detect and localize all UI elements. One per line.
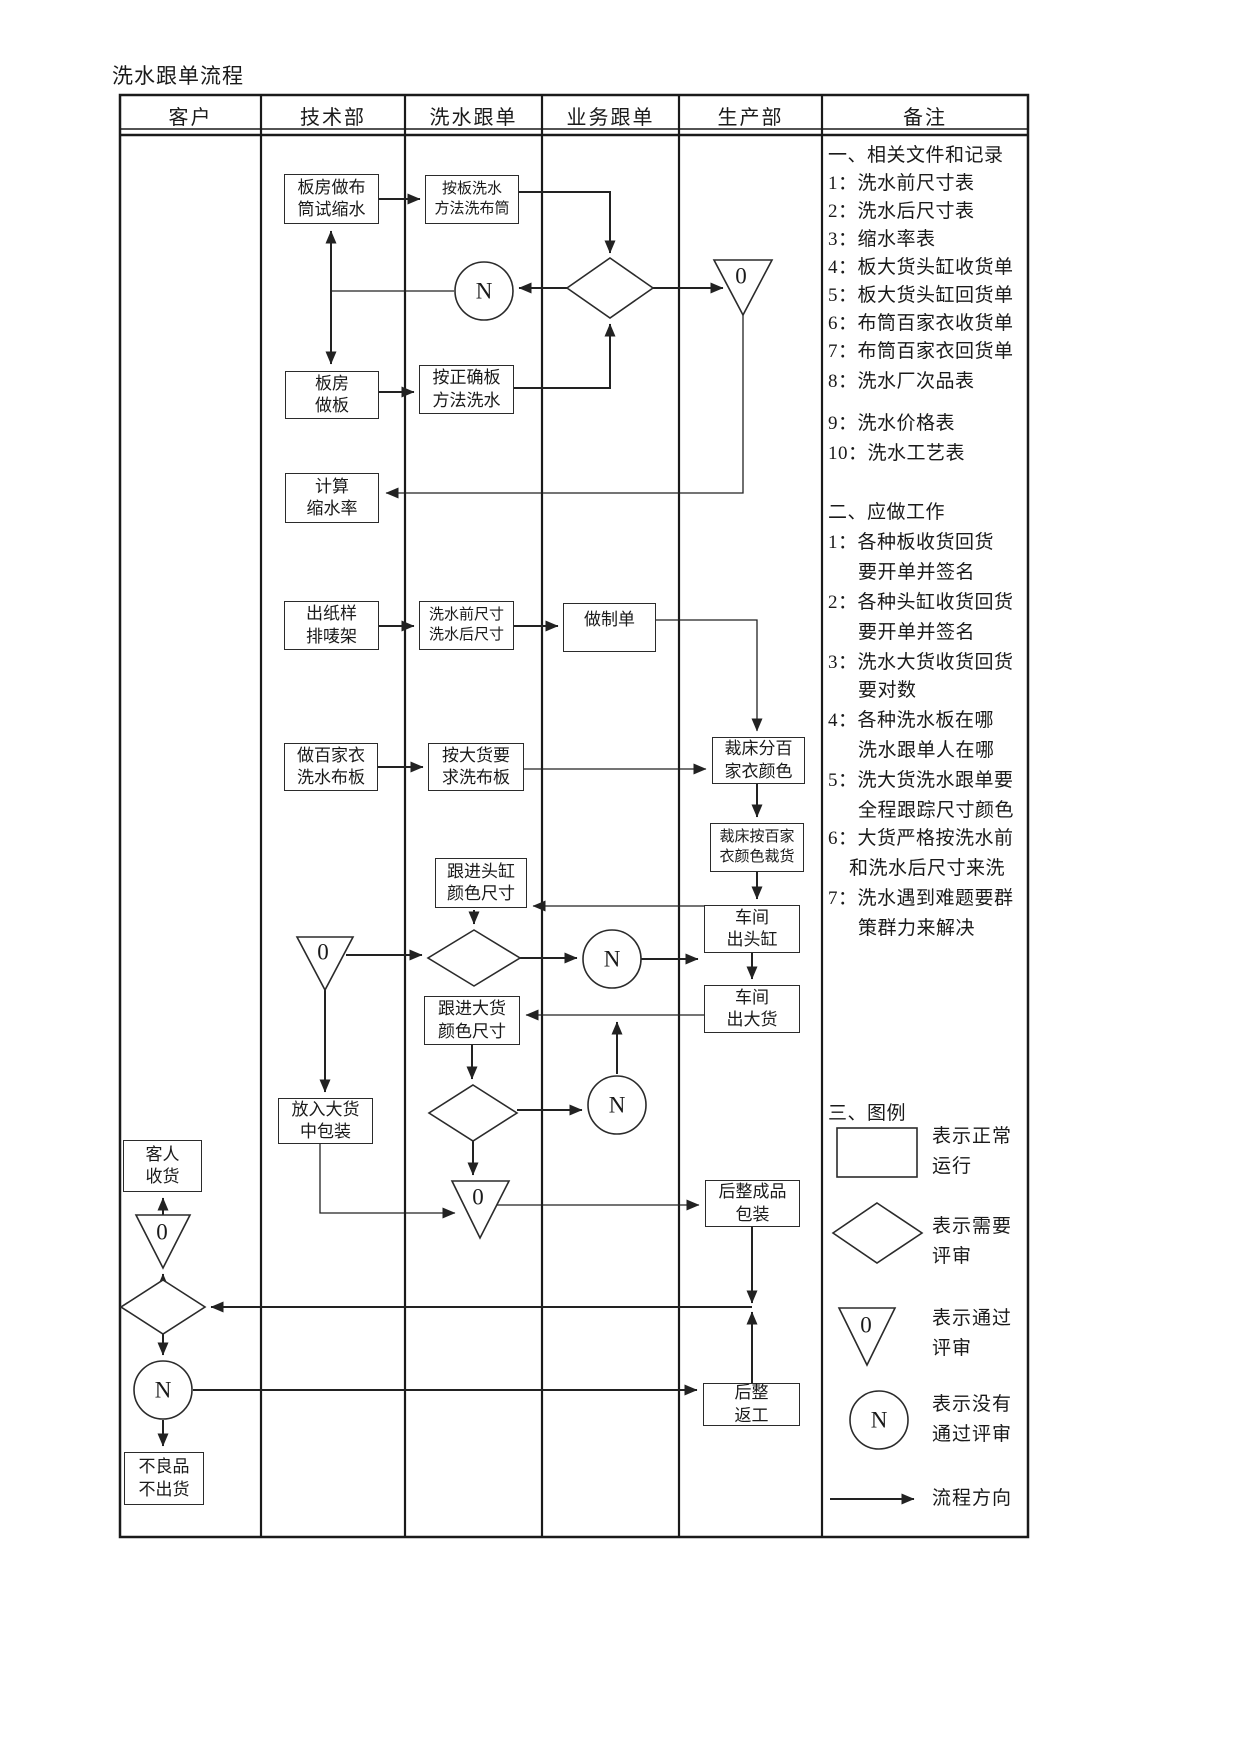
review-diamond-customer xyxy=(119,1279,207,1335)
legend-circle xyxy=(849,1390,909,1450)
remark-item: 4：各种洗水板在哪 xyxy=(828,710,995,731)
column-header-tech-dept: 技术部 xyxy=(300,107,366,129)
remark-item: 1：洗水前尺寸表 xyxy=(828,173,975,194)
node-make-order: 做制单 xyxy=(563,603,656,652)
column-header-wash-follow: 洗水跟单 xyxy=(429,107,518,129)
node-finishing-packing: 后整成品 包装 xyxy=(705,1180,800,1227)
legend-triangle xyxy=(837,1307,897,1367)
pass-symbol-production: 0 xyxy=(735,263,747,289)
node-size-before-after: 洗水前尺寸 洗水后尺寸 xyxy=(419,601,514,650)
remark-item: 2：各种头缸收货回货 xyxy=(828,592,1014,613)
remark-item: 5：板大货头缸回货单 xyxy=(828,285,1014,306)
legend-rect-label: 表示正常 运行 xyxy=(932,1126,1013,1177)
remark-item: 4：板大货头缸收货单 xyxy=(828,257,1014,278)
node-workshop-first-batch: 车间 出头缸 xyxy=(704,905,800,953)
node-paper-pattern-marker: 出纸样 排唛架 xyxy=(284,601,379,650)
remark-item: 要开单并签名 xyxy=(858,622,976,643)
fail-circle-bulk xyxy=(587,1075,647,1135)
pass-symbol-tech: 0 xyxy=(317,939,329,965)
remark-item: 要对数 xyxy=(858,680,917,701)
node-cutting-sort-colors: 裁床分百 家衣颜色 xyxy=(712,737,805,784)
remark-item: 6：布筒百家衣收货单 xyxy=(828,313,1014,334)
remarks-section1-heading: 一、相关文件和记录 xyxy=(828,145,1004,166)
node-patchwork-wash-board: 做百家衣 洗水布板 xyxy=(284,743,378,791)
column-header-remarks: 备注 xyxy=(903,107,947,129)
fail-symbol-first-batch: N xyxy=(603,946,621,972)
review-diamond-top xyxy=(565,257,655,319)
node-wash-tube-by-board-method: 按板洗水 方法洗布筒 xyxy=(425,175,519,224)
pass-triangle-wash xyxy=(450,1180,511,1240)
remark-item: 8：洗水厂次品表 xyxy=(828,371,975,392)
fail-circles xyxy=(133,261,647,1420)
legend-triangle-label: 表示通过 评审 xyxy=(932,1308,1013,1359)
remark-item: 要开单并签名 xyxy=(858,562,976,583)
fail-symbol-top: N xyxy=(475,278,493,304)
pass-triangle-customer xyxy=(134,1214,192,1270)
column-header-business-follow: 业务跟单 xyxy=(566,107,655,129)
legend-fail-symbol: N xyxy=(870,1407,888,1433)
remark-item: 1：各种板收货回货 xyxy=(828,532,995,553)
node-defective-no-ship: 不良品 不出货 xyxy=(124,1452,204,1505)
node-pack-into-bulk: 放入大货 中包装 xyxy=(278,1098,373,1144)
pass-triangle-production xyxy=(712,259,774,317)
remark-item: 和洗水后尺寸来洗 xyxy=(849,858,1006,879)
node-wash-by-correct-method: 按正确板 方法洗水 xyxy=(419,365,514,414)
fail-circle-first-batch xyxy=(582,929,642,989)
node-calc-shrinkage: 计算 缩水率 xyxy=(285,473,379,523)
remark-item: 6：大货严格按洗水前 xyxy=(828,828,1014,849)
fail-circle-top xyxy=(454,261,514,321)
node-customer-receive: 客人 收货 xyxy=(123,1140,202,1192)
node-finishing-rework: 后整 返工 xyxy=(703,1383,800,1426)
decision-diamonds xyxy=(119,257,655,1335)
remark-item: 7：布筒百家衣回货单 xyxy=(828,341,1014,362)
node-pattern-room-tube-shrink: 板房做布 筒试缩水 xyxy=(284,174,379,224)
remark-item: 7：洗水遇到难题要群 xyxy=(828,888,1014,909)
remark-item: 5：洗大货洗水跟单要 xyxy=(828,770,1014,791)
pass-triangle-tech xyxy=(295,936,355,992)
table-grid xyxy=(118,93,1030,1539)
legend-shapes xyxy=(830,1127,924,1505)
pass-symbol-customer: 0 xyxy=(156,1219,168,1245)
legend-circle-label: 表示没有 通过评审 xyxy=(932,1394,1013,1445)
legend-rect xyxy=(836,1127,918,1178)
remark-item: 9：洗水价格表 xyxy=(828,413,956,434)
node-cutting-cut-by-colors: 裁床按百家 衣颜色裁货 xyxy=(710,823,804,872)
node-wash-board-bulk-req: 按大货要 求洗布板 xyxy=(428,743,524,791)
remark-item: 3：洗水大货收货回货 xyxy=(828,652,1014,673)
fail-symbol-bulk: N xyxy=(608,1092,626,1118)
remark-item: 全程跟踪尺寸颜色 xyxy=(858,800,1015,821)
node-follow-first-batch: 跟进头缸 颜色尺寸 xyxy=(435,858,527,908)
fail-symbol-customer: N xyxy=(154,1377,172,1403)
flow-connectors xyxy=(157,191,763,1447)
remark-item: 2：洗水后尺寸表 xyxy=(828,201,975,222)
remark-item: 3：缩水率表 xyxy=(828,229,936,250)
remarks-section2-heading: 二、应做工作 xyxy=(828,502,946,523)
remark-item: 洗水跟单人在哪 xyxy=(858,740,995,761)
page-title: 洗水跟单流程 xyxy=(112,64,244,88)
column-header-production: 生产部 xyxy=(717,107,784,129)
remark-item: 策群力来解决 xyxy=(858,918,976,939)
pass-symbol-wash: 0 xyxy=(472,1184,484,1210)
pass-triangles xyxy=(134,259,774,1270)
remarks-legend-heading: 三、图例 xyxy=(828,1103,907,1124)
legend-arrow-label: 流程方向 xyxy=(932,1488,1013,1509)
column-header-customer: 客户 xyxy=(168,107,213,129)
remark-item: 10：洗水工艺表 xyxy=(828,443,966,464)
review-diamond-first-batch xyxy=(426,929,522,987)
review-diamond-bulk xyxy=(427,1084,519,1142)
node-workshop-bulk: 车间 出大货 xyxy=(704,985,800,1033)
node-follow-bulk: 跟进大货 颜色尺寸 xyxy=(424,996,520,1045)
fail-circle-customer xyxy=(133,1360,193,1420)
legend-diamond xyxy=(831,1202,924,1264)
legend-diamond-label: 表示需要 评审 xyxy=(932,1216,1013,1267)
legend-pass-symbol: 0 xyxy=(860,1312,872,1338)
node-pattern-room-make-board: 板房 做板 xyxy=(285,371,379,419)
